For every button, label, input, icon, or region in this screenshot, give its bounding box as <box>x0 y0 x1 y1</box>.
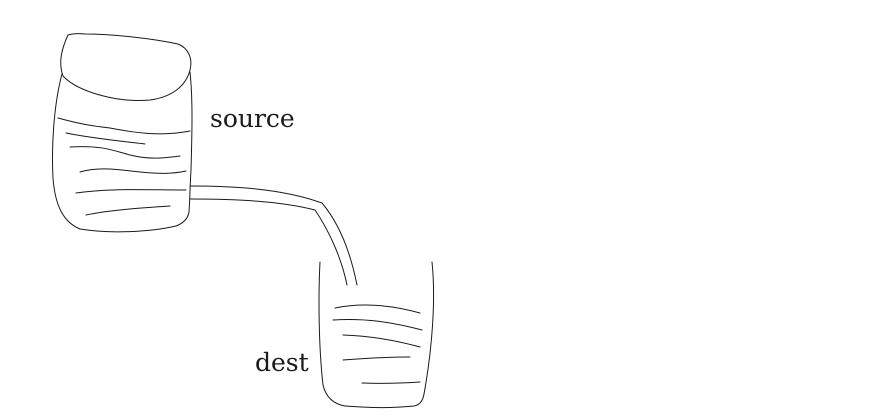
dest-label: dest <box>255 350 309 375</box>
dest-glass-bottom <box>345 394 424 408</box>
dest-liquid-line <box>333 319 422 330</box>
source-liquid-line <box>66 133 145 144</box>
source-jug-lid <box>61 34 191 101</box>
source-liquid-line <box>58 118 190 134</box>
source-liquid-line <box>86 206 170 215</box>
pour-stream-drawing <box>190 186 357 285</box>
dest-liquid-line <box>343 335 420 347</box>
dest-liquid-line <box>343 357 410 360</box>
pour-stream-lower <box>190 199 347 285</box>
source-label: source <box>210 106 295 131</box>
source-liquid-line <box>76 190 186 193</box>
pour-stream-upper <box>190 186 357 285</box>
source-liquid-line <box>80 169 186 174</box>
dest-glass-right-wall <box>424 262 434 394</box>
source-jug-drawing <box>52 34 192 232</box>
dest-liquid-line <box>362 382 420 383</box>
dest-liquid-line <box>335 305 420 313</box>
source-jug-right-wall <box>189 72 192 212</box>
source-jug-bottom <box>80 212 189 232</box>
source-liquid-line <box>70 147 180 159</box>
source-jug-left-wall <box>52 74 80 229</box>
dest-glass-drawing <box>319 262 434 408</box>
dest-glass-left-wall <box>319 262 345 406</box>
